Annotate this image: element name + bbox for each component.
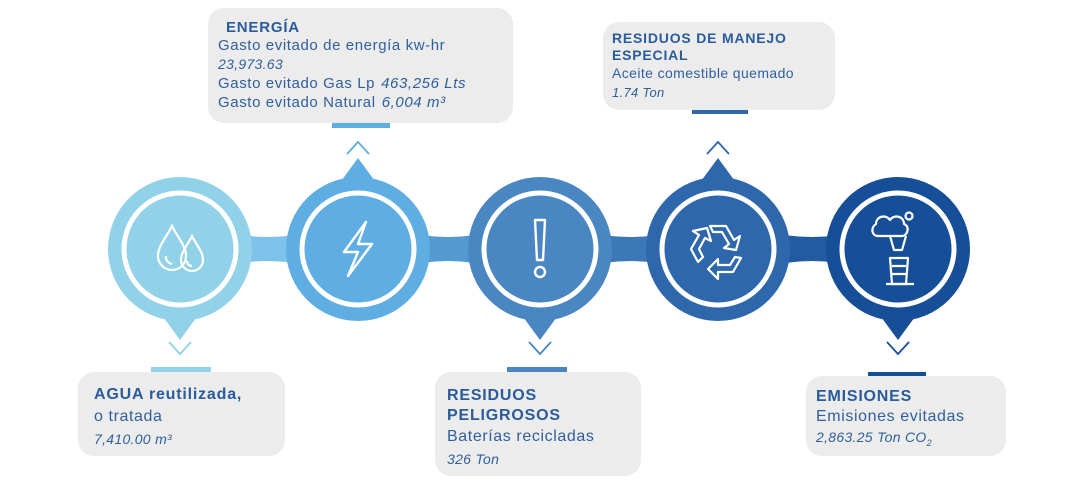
lightning-bolt-icon [342, 220, 374, 278]
agua-box: AGUA reutilizada, o tratada 7,410.00 m³ [78, 372, 285, 456]
recycle-icon [689, 224, 743, 281]
emisiones-line1: Emisiones evitadas [816, 408, 965, 425]
node-especial-inner [659, 190, 777, 308]
especial-title-2: ESPECIAL [612, 47, 689, 63]
especial-line1: Aceite comestible quemado [612, 65, 794, 81]
energia-value2: 463,256 Lts [381, 75, 467, 92]
emisiones-value1: 2,863.25 Ton CO [816, 429, 927, 445]
energia-value1: 23,973.63 [218, 56, 283, 72]
accent-bar-especial [692, 106, 748, 114]
node-emisiones [826, 177, 970, 340]
peligrosos-title-2: PELIGROSOS [447, 407, 561, 424]
node-peligrosos [468, 177, 612, 340]
especial-box: RESIDUOS DE MANEJO ESPECIAL Aceite comes… [603, 22, 835, 110]
node-energia [286, 158, 430, 321]
peligrosos-value1: 326 Ton [447, 451, 500, 467]
especial-title-1: RESIDUOS DE MANEJO [612, 30, 787, 46]
energia-line1: Gasto evitado de energía kw-hr [218, 37, 446, 54]
especial-value1: 1.74 Ton [612, 85, 665, 100]
energia-value3: 6,004 m³ [381, 94, 446, 111]
chevron-down-icon [168, 341, 192, 356]
chevron-down-icon [528, 341, 552, 356]
node-agua-inner [121, 190, 239, 308]
accent-bar-peligrosos [507, 367, 567, 375]
agua-title: AGUA reutilizada, [94, 386, 243, 403]
energia-box: ENERGÍA Gasto evitado de energía kw-hr 2… [208, 8, 513, 123]
emisiones-title: EMISIONES [816, 388, 913, 405]
emisiones-value-row: 2,863.25 Ton CO2 [816, 427, 998, 453]
chevron-down-icon [886, 341, 910, 356]
energia-line3: Gasto evitado Natural [218, 94, 376, 111]
exclamation-icon [533, 218, 547, 279]
chevron-up-icon [346, 140, 370, 155]
node-agua [108, 177, 252, 340]
energia-line2-row: Gasto evitado Gas Lp 463,256 Lts [218, 74, 503, 93]
node-peligrosos-inner [481, 190, 599, 308]
chevron-up-icon [706, 140, 730, 155]
node-energia-inner [299, 190, 417, 308]
chevrons [168, 140, 910, 356]
peligrosos-line1: Baterías recicladas [447, 428, 595, 445]
factory-emissions-icon [871, 211, 914, 286]
agua-value1: 7,410.00 m³ [94, 431, 173, 447]
agua-line1: o tratada [94, 408, 163, 425]
peligrosos-box: RESIDUOS PELIGROSOS Baterías recicladas … [435, 372, 641, 476]
energia-line2: Gasto evitado Gas Lp [218, 75, 376, 92]
emisiones-value1-sub: 2 [926, 437, 932, 448]
energia-title: ENERGÍA [226, 19, 300, 36]
water-drops-icon [156, 223, 205, 273]
accent-bar-agua [151, 367, 211, 375]
emisiones-box: EMISIONES Emisiones evitadas 2,863.25 To… [806, 376, 1006, 456]
accent-bar-energia [332, 120, 390, 128]
node-especial [646, 158, 790, 321]
energia-line3-row: Gasto evitado Natural 6,004 m³ [218, 93, 503, 112]
peligrosos-title-1: RESIDUOS [447, 387, 537, 404]
